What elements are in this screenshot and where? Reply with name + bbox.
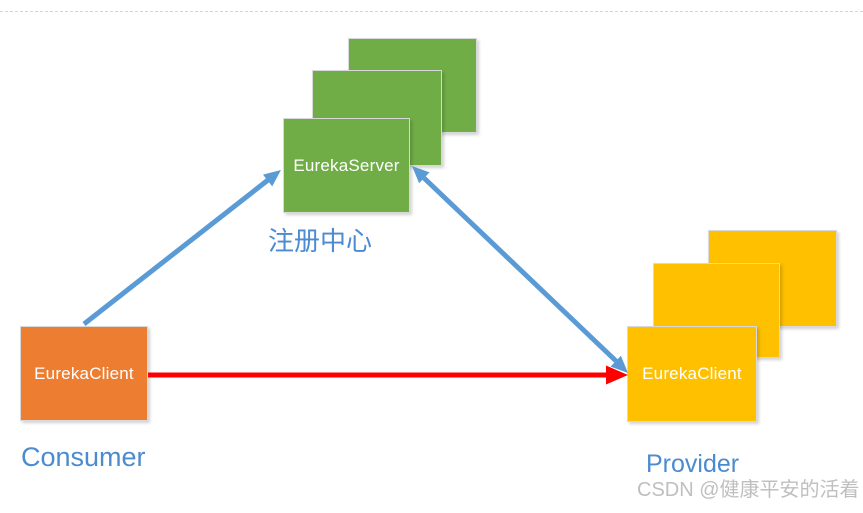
consumer-client-box: EurekaClient (20, 326, 148, 421)
provider-client-label: EurekaClient (642, 364, 742, 383)
arrow-consumer-to-provider (148, 365, 628, 385)
arrow-server-provider-bidirectional (412, 166, 628, 373)
consumer-client-label: EurekaClient (34, 363, 134, 383)
registry-caption: 注册中心 (268, 226, 373, 256)
provider-caption: Provider (646, 450, 740, 478)
arrowhead-up (263, 170, 281, 187)
eureka-server-label: EurekaServer (293, 155, 400, 175)
provider-client-box: EurekaClient (627, 326, 757, 422)
eureka-server-box: EurekaServer (283, 118, 410, 213)
arrowhead-to-provider-red (606, 365, 628, 385)
watermark-text: CSDN @健康平安的活着 (637, 479, 860, 501)
arrowhead-to-server (412, 166, 430, 184)
top-dashed-divider (0, 11, 863, 12)
arrow-consumer-to-server (82, 170, 281, 326)
consumer-caption: Consumer (21, 442, 146, 472)
arrowhead-to-provider (610, 355, 628, 373)
